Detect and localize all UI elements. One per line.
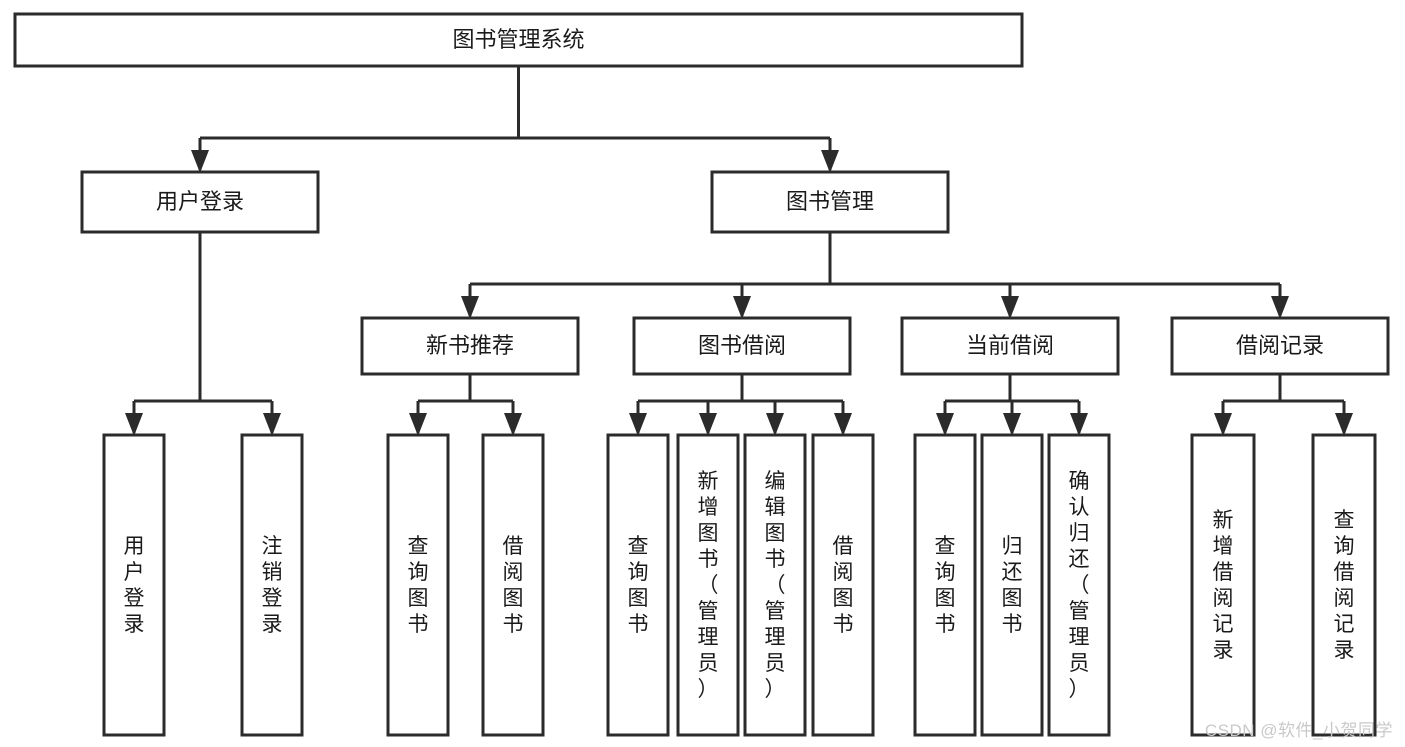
node-label: 查询借阅记录 (1334, 509, 1355, 662)
edge-group-n3d (1214, 374, 1353, 436)
edge-group-n2a (125, 232, 281, 436)
node-box (1311, 433, 1377, 737)
node-label: 借阅图书 (503, 535, 524, 636)
node-l9[interactable]: 查询图书 (913, 433, 977, 737)
node-box (386, 433, 450, 737)
node-box (900, 316, 1120, 376)
node-layer: 图书管理系统用户登录图书管理新书推荐图书借阅当前借阅借阅记录用户登录注销登录查询… (13, 12, 1390, 737)
node-box (360, 316, 580, 376)
node-label: 图书管理系统 (452, 27, 584, 52)
node-label: 新增图书（管理员） (698, 470, 719, 701)
node-box (13, 12, 1024, 68)
node-box (606, 433, 670, 737)
edge-group-root (191, 66, 839, 173)
node-label: 图书管理 (786, 189, 874, 214)
node-l8[interactable]: 借阅图书 (811, 433, 875, 737)
node-box (481, 433, 545, 737)
node-l4[interactable]: 借阅图书 (481, 433, 545, 737)
node-n2b[interactable]: 图书管理 (710, 170, 950, 234)
node-box (811, 433, 875, 737)
node-label: 新书推荐 (426, 333, 514, 358)
node-l10[interactable]: 归还图书 (980, 433, 1044, 737)
node-label: 当前借阅 (966, 333, 1054, 358)
node-label: 归还图书 (1002, 535, 1023, 636)
node-box (240, 433, 304, 737)
node-l2[interactable]: 注销登录 (240, 433, 304, 737)
node-n2a[interactable]: 用户登录 (80, 170, 320, 234)
node-n3b[interactable]: 图书借阅 (632, 316, 852, 376)
node-box (1190, 433, 1256, 737)
node-l13[interactable]: 查询借阅记录 (1311, 433, 1377, 737)
node-box (102, 433, 166, 737)
node-label: 借阅记录 (1236, 333, 1324, 358)
node-n3a[interactable]: 新书推荐 (360, 316, 580, 376)
node-label: 编辑图书（管理员） (765, 470, 786, 701)
node-l12[interactable]: 新增借阅记录 (1190, 433, 1256, 737)
node-label: 图书借阅 (698, 333, 786, 358)
node-box (1170, 316, 1390, 376)
node-box (913, 433, 977, 737)
node-l1[interactable]: 用户登录 (102, 433, 166, 737)
node-label: 查询图书 (628, 535, 649, 636)
node-root[interactable]: 图书管理系统 (13, 12, 1024, 68)
node-label: 注销登录 (262, 535, 283, 636)
node-box (632, 316, 852, 376)
node-n3c[interactable]: 当前借阅 (900, 316, 1120, 376)
watermark-label: CSDN @软件_小贺同学 (1204, 721, 1393, 740)
node-label: 查询图书 (408, 535, 429, 636)
node-box (676, 433, 740, 737)
node-box (80, 170, 320, 234)
node-label: 借阅图书 (833, 535, 854, 636)
node-box (743, 433, 807, 737)
node-label: 查询图书 (935, 535, 956, 636)
node-label: 确认归还（管理员） (1069, 470, 1090, 701)
edge-group-n2b (461, 232, 1289, 319)
node-l11[interactable]: 确认归还（管理员） (1047, 433, 1111, 737)
node-n3d[interactable]: 借阅记录 (1170, 316, 1390, 376)
node-l7[interactable]: 编辑图书（管理员） (743, 433, 807, 737)
edge-group-n3a (409, 374, 522, 436)
node-box (1047, 433, 1111, 737)
node-l5[interactable]: 查询图书 (606, 433, 670, 737)
node-l3[interactable]: 查询图书 (386, 433, 450, 737)
node-label: 用户登录 (156, 189, 244, 214)
node-label: 新增借阅记录 (1213, 509, 1234, 662)
edge-group-n3b (629, 374, 852, 436)
edge-group-n3c (936, 374, 1088, 436)
node-box (710, 170, 950, 234)
node-label: 用户登录 (124, 535, 145, 636)
node-l6[interactable]: 新增图书（管理员） (676, 433, 740, 737)
edge-layer (125, 66, 1353, 436)
node-box (980, 433, 1044, 737)
